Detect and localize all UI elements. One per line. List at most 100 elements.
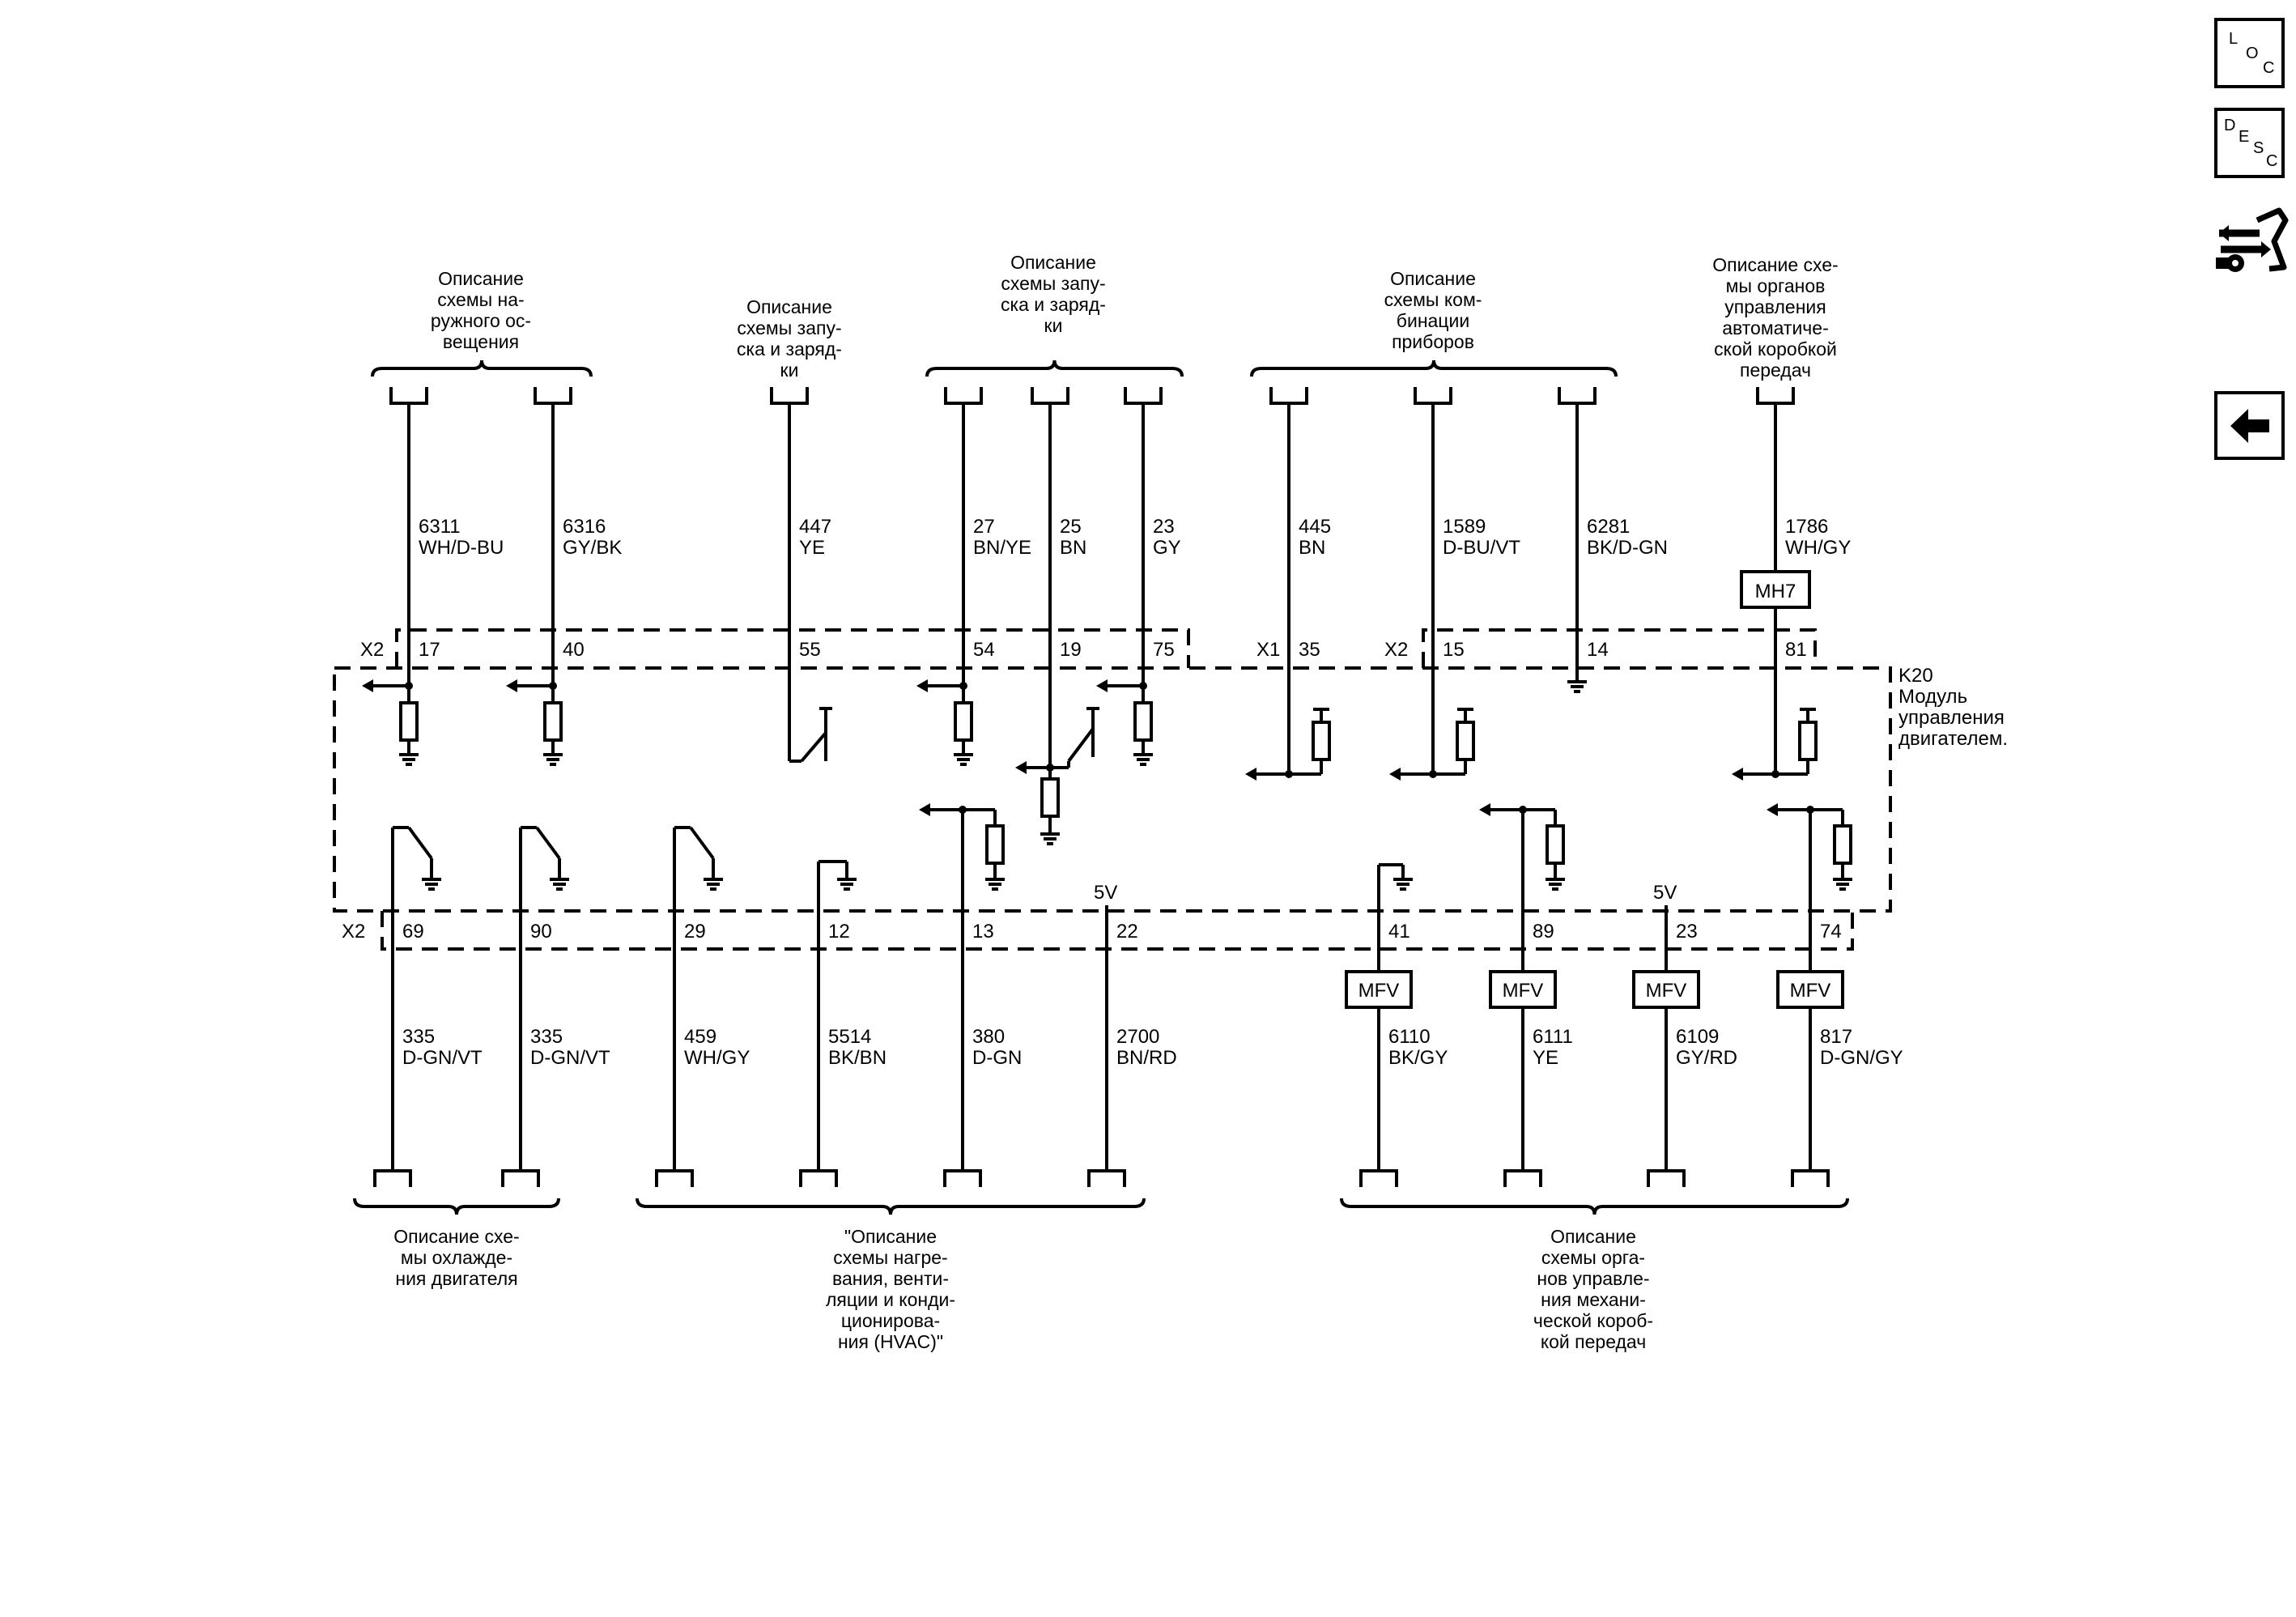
arrow-icon xyxy=(1732,768,1743,781)
group-heading-line: мы охлажде- xyxy=(401,1247,512,1268)
switch-contact xyxy=(407,826,433,860)
group-heading-line: Описание xyxy=(438,268,524,289)
module-ref: K20 xyxy=(1898,665,1933,687)
connector-terminal xyxy=(943,1169,982,1187)
connector-terminal xyxy=(1558,387,1597,405)
group-heading-line: управления xyxy=(1724,296,1826,317)
group-heading-line: передач xyxy=(1740,360,1811,381)
back-button[interactable] xyxy=(2214,391,2285,460)
group-heading-line: ска и заряд- xyxy=(737,338,842,360)
connector-pin: 14 xyxy=(1587,639,1609,661)
arrow-icon xyxy=(1096,679,1108,692)
desc-letter-e: E xyxy=(2239,128,2250,146)
connector-terminal xyxy=(1503,1169,1542,1187)
desc-letter-c: C xyxy=(2266,152,2278,170)
connector-terminal xyxy=(1647,1169,1686,1187)
wire-circuit-number: 6111 xyxy=(1533,1026,1573,1048)
group-heading-line: схемы ком- xyxy=(1384,289,1482,310)
connector-terminal xyxy=(389,387,428,405)
wire-circuit-number: 447 xyxy=(799,516,831,538)
resistor xyxy=(1040,777,1060,818)
connector-terminal xyxy=(944,387,983,405)
arrow-icon xyxy=(506,679,517,692)
supply-voltage: 5V xyxy=(1653,882,1677,904)
wire-circuit-number: 5514 xyxy=(828,1026,871,1048)
connector-terminal xyxy=(799,1169,838,1187)
resistor xyxy=(985,824,1005,865)
junction-dot xyxy=(959,682,967,690)
group-heading-line: ки xyxy=(780,360,799,381)
connector-pin: 81 xyxy=(1785,639,1807,661)
inline-connector xyxy=(1489,970,1557,1009)
group-heading-line: ческой короб- xyxy=(1533,1310,1653,1331)
group-heading-line: мы органов xyxy=(1726,275,1826,296)
connector-pin: 40 xyxy=(563,639,585,661)
group-heading-line: схемы нагре- xyxy=(833,1247,947,1268)
wire-color-code: BN/RD xyxy=(1116,1047,1177,1069)
wire-circuit-number: 445 xyxy=(1299,516,1331,538)
connector-pin: 17 xyxy=(419,639,440,661)
connector-terminal xyxy=(501,1169,540,1187)
resistor xyxy=(1456,721,1475,761)
switch-contact xyxy=(535,826,561,860)
inline-connector xyxy=(1740,570,1811,609)
arrow-icon xyxy=(1767,803,1778,816)
arrow-icon xyxy=(1389,768,1401,781)
switch-contact xyxy=(800,731,827,763)
wire-color-code: GY/RD xyxy=(1676,1047,1737,1069)
wire-circuit-number: 25 xyxy=(1060,516,1082,538)
connector-pin: 69 xyxy=(402,921,424,943)
connector-pin: 54 xyxy=(973,639,995,661)
arrow-icon xyxy=(1245,768,1256,781)
description-button[interactable]: D E S C xyxy=(2214,108,2285,178)
location-button[interactable]: L O C xyxy=(2214,18,2285,88)
group-heading-line: Описание xyxy=(1390,268,1476,289)
arrow-icon xyxy=(362,679,373,692)
group-heading-line: кой передач xyxy=(1541,1331,1646,1352)
arrow-icon xyxy=(916,679,928,692)
resistor xyxy=(954,701,973,742)
connector-label: X2 xyxy=(342,921,365,943)
wire-color-code: BK/D-GN xyxy=(1587,537,1668,559)
group-heading-line: ска и заряд- xyxy=(1001,294,1106,315)
connector-view-button[interactable] xyxy=(2213,202,2290,279)
desc-letter-d: D xyxy=(2224,117,2236,134)
resistor xyxy=(1546,824,1565,865)
inline-connector-label: MFV xyxy=(1503,980,1544,1002)
wire-color-code: D-BU/VT xyxy=(1443,537,1520,559)
inline-connector xyxy=(1345,970,1413,1009)
wire-color-code: YE xyxy=(1533,1047,1558,1069)
group-heading-line: ляции и конди- xyxy=(826,1289,955,1310)
wire-color-code: WH/GY xyxy=(1785,537,1851,559)
connector-band-x2-mid xyxy=(1422,628,1817,668)
group-heading-line: ружного ос- xyxy=(431,310,531,331)
junction-dot xyxy=(1139,682,1147,690)
loc-letter-o: O xyxy=(2246,45,2259,62)
connector-terminal xyxy=(770,387,809,405)
wire-circuit-number: 817 xyxy=(1820,1026,1852,1048)
connector-label: X2 xyxy=(1384,639,1408,661)
group-heading-line: Описание схе- xyxy=(393,1226,519,1247)
supply-voltage: 5V xyxy=(1094,882,1117,904)
connector-pin: 75 xyxy=(1153,639,1175,661)
arrow-icon xyxy=(919,803,930,816)
connector-pin: 74 xyxy=(1820,921,1842,943)
connector-tool-icon xyxy=(2216,207,2289,272)
group-brace xyxy=(1340,1198,1849,1215)
loc-letter-l: L xyxy=(2229,30,2239,48)
group-heading-line: вещения xyxy=(443,331,519,352)
connector-pin: 22 xyxy=(1116,921,1138,943)
connector-pin: 55 xyxy=(799,639,821,661)
group-heading-line: Описание xyxy=(746,296,832,317)
group-heading-line: ния (HVAC)" xyxy=(838,1331,943,1352)
wire-circuit-number: 6316 xyxy=(563,516,606,538)
module-name-line: Модуль xyxy=(1898,686,1967,708)
wire-color-code: WH/GY xyxy=(684,1047,750,1069)
switch-contact xyxy=(689,826,715,860)
group-heading-line: автоматиче- xyxy=(1722,317,1829,338)
wire-circuit-number: 1786 xyxy=(1785,516,1828,538)
wire-color-code: BK/BN xyxy=(828,1047,887,1069)
wire-circuit-number: 1589 xyxy=(1443,516,1486,538)
wire-circuit-number: 6311 xyxy=(419,516,461,538)
group-heading-line: нов управле- xyxy=(1537,1268,1649,1289)
